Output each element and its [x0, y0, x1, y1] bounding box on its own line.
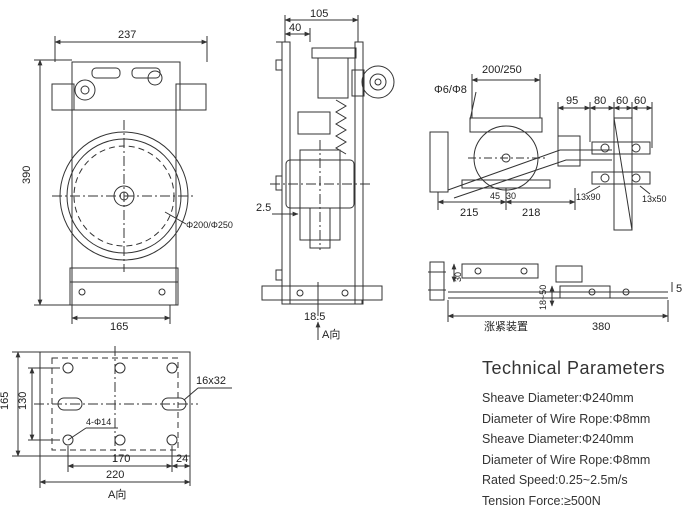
dim-218: 218 [522, 207, 540, 219]
dim-slot-13x50: 13x50 [642, 194, 667, 204]
dim-base-220: 220 [106, 469, 124, 481]
view-arrow-label: A向 [322, 327, 340, 341]
dim-side-top: 105 [310, 8, 328, 20]
technical-parameters: Technical Parameters Sheave Diameter:Φ24… [482, 358, 697, 512]
dim-30: 30 [506, 191, 516, 201]
dim-range-18-50: 18~50 [538, 285, 548, 310]
side-view [261, 15, 395, 340]
dim-side-inner: 40 [289, 22, 301, 34]
dim-small-30: 30 [453, 272, 463, 282]
dim-215: 215 [460, 207, 478, 219]
base-view-label: A向 [108, 487, 126, 501]
param-rope-diameter: Diameter of Wire Rope:Φ8mm [482, 411, 651, 426]
param-tension-force: Tension Force:≥500N [482, 493, 601, 508]
rope-layout-view [429, 74, 653, 231]
param-rated-speed: Rated Speed:0.25~2.5m/s [482, 473, 628, 488]
dim-80: 80 [594, 95, 606, 107]
dim-rope-diameter: Φ6/Φ8 [434, 84, 467, 96]
dim-side-bottom: 18.5 [304, 311, 325, 323]
dim-side-offset: 2.5 [256, 202, 271, 214]
tension-device-view [428, 261, 673, 322]
dim-60b: 60 [634, 95, 646, 107]
dim-sheave-diameter: Φ200/Φ250 [186, 220, 233, 230]
param-sheave-diameter: Sheave Diameter:Φ240mm [482, 391, 634, 405]
dim-height: 390 [21, 166, 33, 184]
dim-base-24: 24 [176, 453, 188, 465]
dim-base-170: 170 [112, 453, 130, 465]
dim-slot-16x32: 16x32 [196, 375, 226, 387]
dim-95: 95 [566, 95, 578, 107]
dim-holes: 4-Φ14 [86, 417, 111, 427]
dim-span: 200/250 [482, 64, 522, 76]
dim-bottom-width: 165 [110, 321, 128, 333]
dim-top-width: 237 [118, 29, 136, 41]
dimension-labels: 237 390 165 Φ200/Φ250 105 40 2.5 18.5 A向… [0, 8, 682, 501]
dim-slot-13x90: 13x90 [576, 192, 601, 202]
dim-380: 380 [592, 321, 610, 333]
dim-60a: 60 [616, 95, 628, 107]
param-rope-diameter-2: Diameter of Wire Rope:Φ8mm [482, 452, 651, 467]
dim-45: 45 [490, 191, 500, 201]
param-sheave-diameter-2: Sheave Diameter:Φ240mm [482, 432, 634, 447]
tension-device-label: 涨紧装置 [484, 320, 528, 333]
dim-base-130: 130 [17, 392, 29, 410]
technical-parameters-title: Technical Parameters [482, 358, 666, 378]
dim-base-165: 165 [0, 392, 11, 410]
dim-5: 5 [676, 283, 682, 295]
front-view [34, 36, 208, 324]
base-plate-view [12, 346, 232, 488]
